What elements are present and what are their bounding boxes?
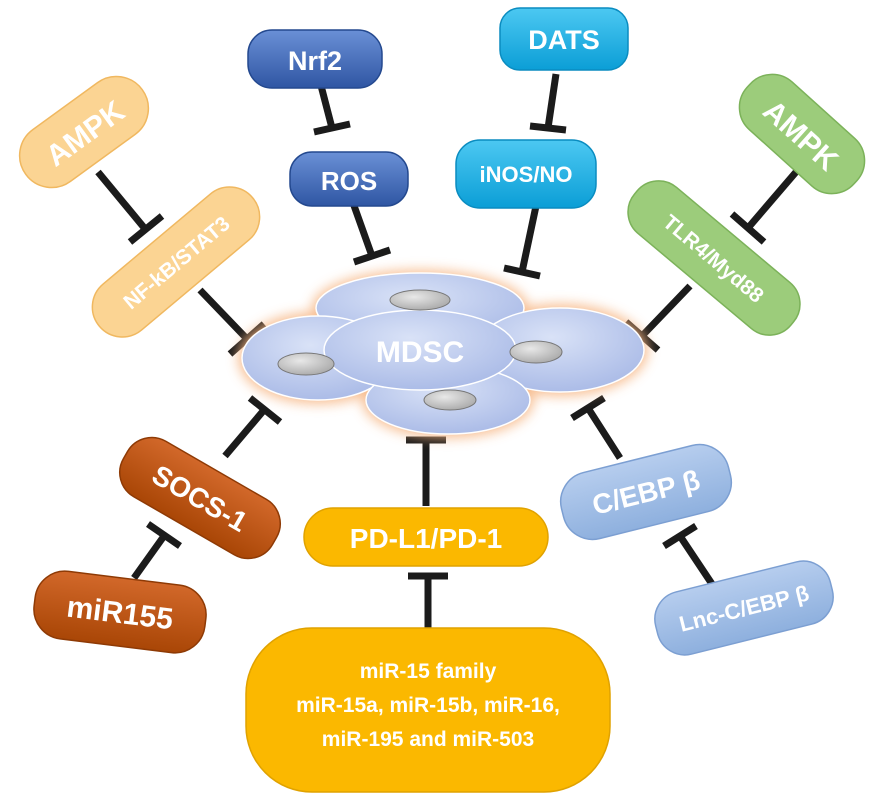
nucleus-right [509, 340, 563, 364]
connector-socs1-to-mdsc [222, 395, 283, 459]
node-dats: DATS [499, 7, 629, 71]
dats-label: DATS [528, 25, 600, 55]
nucleus-top [389, 289, 451, 311]
node-mir15-family: miR-15 family miR-15a, miR-15b, miR-16, … [245, 627, 611, 793]
node-ampk-left: AMPK [18, 75, 150, 189]
pdl1-pd1-label: PD-L1/PD-1 [350, 523, 502, 554]
connector-cebpb-to-mdsc [570, 395, 623, 460]
connector-pdl1-to-mdsc [406, 436, 446, 506]
connector-ampk-right-to-tlr4 [729, 169, 799, 245]
mir15-line2: miR-15a, miR-15b, miR-16, [296, 694, 560, 717]
node-tlr4-myd88: TLR4/Myd88 [627, 180, 801, 336]
ros-label: ROS [321, 166, 377, 196]
connector-ampk-left-to-nfkb [95, 169, 165, 245]
node-pdl1-pd1: PD-L1/PD-1 [303, 507, 549, 567]
mdsc-cell-cluster: MDSC [238, 270, 648, 438]
connector-mir155-to-socs1 [131, 521, 182, 581]
node-inos-no: iNOS/NO [455, 139, 597, 209]
node-cebpb: C/EBP β [559, 443, 733, 541]
node-mir155: miR155 [33, 570, 207, 654]
mir15-line1: miR-15 family [360, 660, 497, 683]
node-nfkb-stat3: NF-kB/STAT3 [91, 186, 261, 338]
inos-no-label: iNOS/NO [480, 162, 573, 187]
inhibition-connectors [95, 73, 799, 628]
connector-ros-to-mdsc [348, 198, 392, 266]
connector-dats-to-inos [529, 73, 567, 134]
node-ampk-right: AMPK [738, 73, 866, 195]
nucleus-bottom [423, 389, 477, 411]
nrf2-label: Nrf2 [288, 46, 342, 76]
mir15-line3: miR-195 and miR-503 [322, 728, 534, 751]
connector-mir15-to-pdl1 [408, 572, 448, 628]
node-nrf2: Nrf2 [247, 29, 383, 89]
connector-lnc-to-cebpb [662, 523, 715, 586]
node-socs1: SOCS-1 [119, 436, 281, 560]
node-lnc-cebpb: Lnc-C/EBP β [654, 560, 834, 656]
nucleus-left [277, 352, 335, 376]
connector-inos-to-mdsc [503, 205, 541, 280]
mdsc-label: MDSC [376, 336, 464, 369]
node-ros: ROS [289, 151, 409, 207]
